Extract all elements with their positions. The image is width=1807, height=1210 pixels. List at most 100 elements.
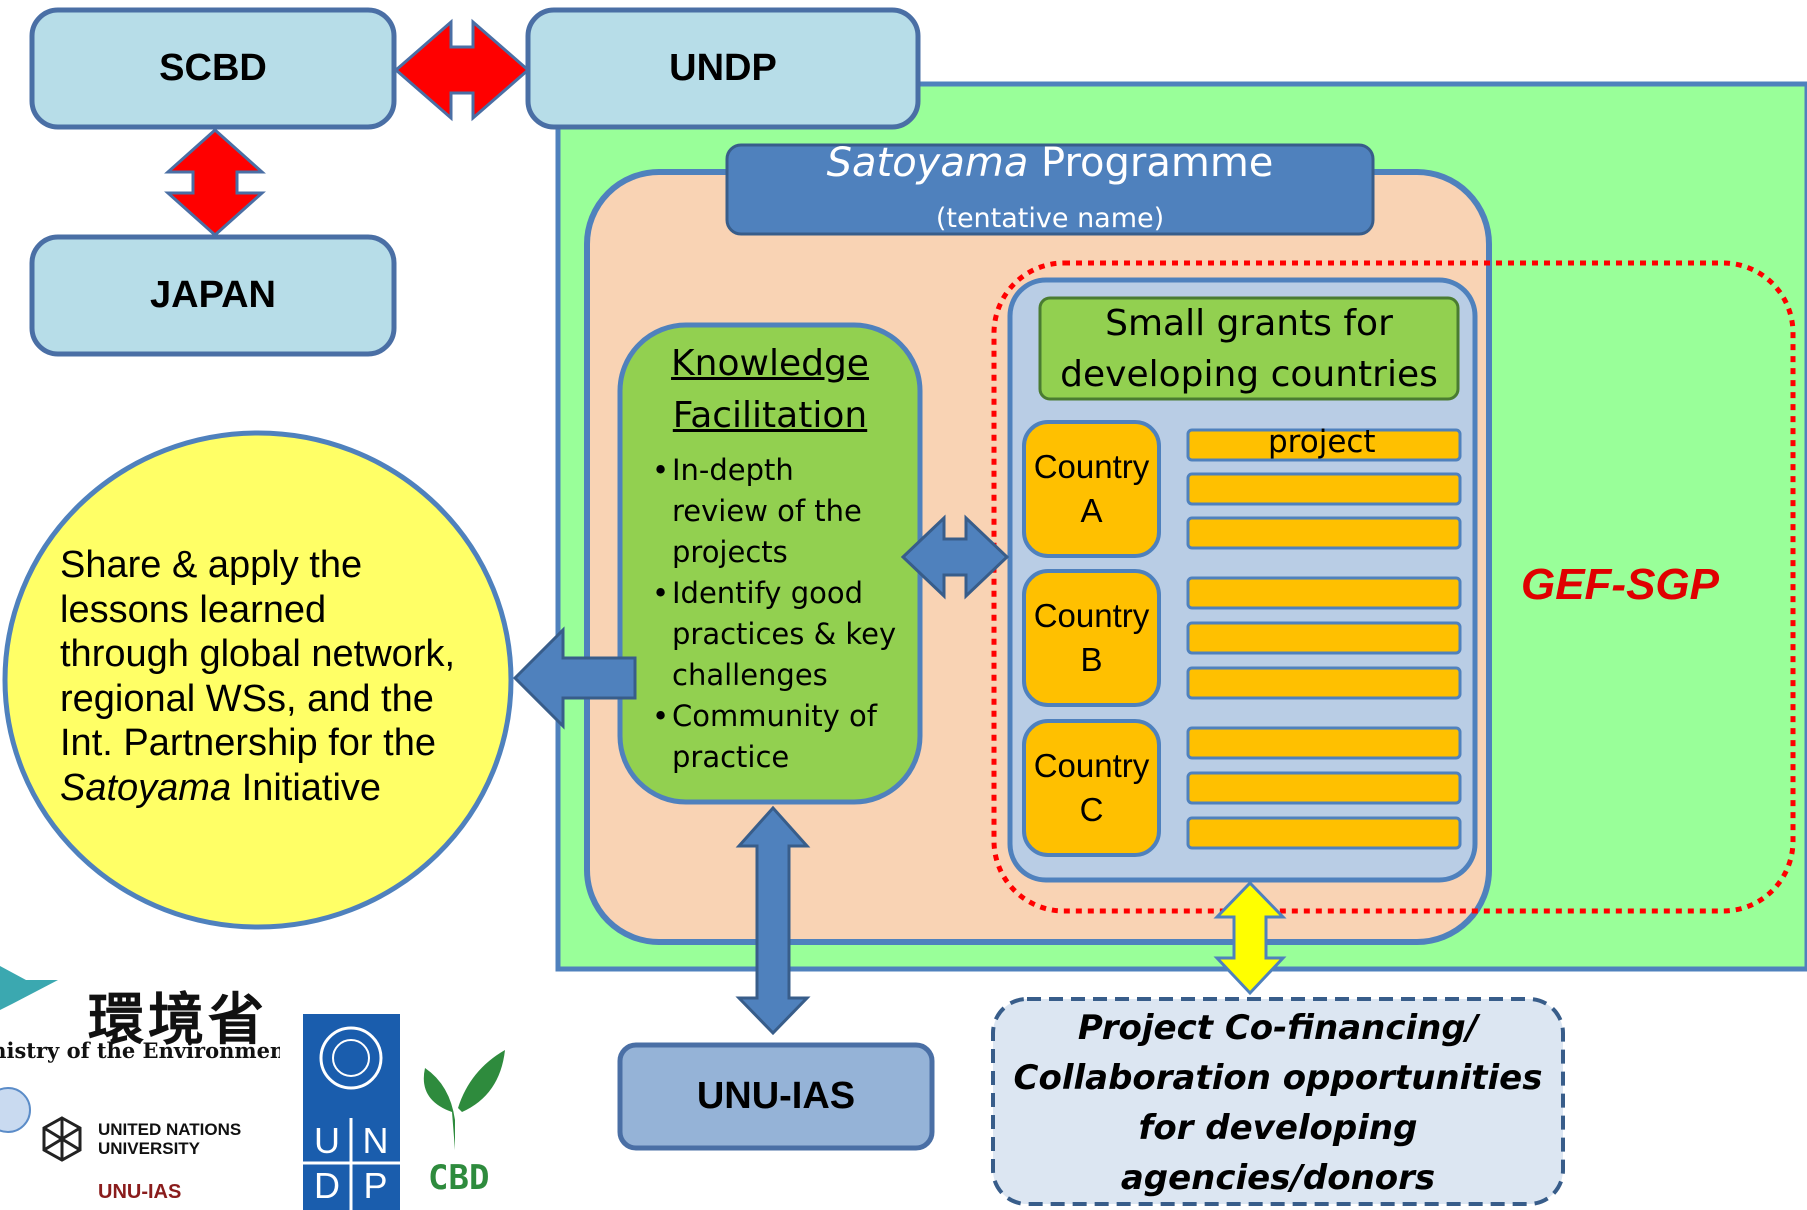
country-b-letter: B (1080, 641, 1103, 678)
unu-name: UNITED NATIONS UNIVERSITY (98, 1120, 241, 1158)
bullet-3-line-2: practice (672, 740, 790, 774)
project-label: project (1268, 424, 1376, 460)
japan-node: JAPAN (32, 237, 394, 354)
gef-sgp-label: GEF-SGP (1505, 560, 1735, 610)
small-grants-title: Small grants for developing countries (1040, 298, 1458, 399)
japan-label: JAPAN (150, 274, 276, 316)
bullet-3-line-1: Community of (672, 699, 878, 733)
country-b-box (1022, 569, 1161, 707)
gef-sgp-text: GEF-SGP (1520, 560, 1720, 609)
country-b: Country B (1024, 571, 1159, 705)
programme-subtitle: (tentative name) (727, 203, 1373, 234)
project-bars (1186, 428, 1462, 850)
undp-letter-p: P (363, 1164, 388, 1206)
cofinancing-text: Project Co-financing/ Collaboration oppo… (993, 1003, 1563, 1203)
country-a: Country A (1024, 422, 1159, 556)
project-bar-b2 (1186, 621, 1462, 655)
project-bar-c3 (1186, 816, 1462, 850)
undp-letter-d: D (314, 1164, 340, 1206)
undp-label: UNDP (669, 47, 777, 89)
knowledge-bullets: In-depth review of the projects Identify… (652, 450, 912, 778)
unuias-node: UNU-IAS (620, 1045, 932, 1148)
cofinancing-line-1: Project Co-financing/ (1077, 1008, 1479, 1048)
un-wreath-icon (319, 1026, 383, 1090)
programme-title-box (725, 143, 1375, 236)
programme-title: Satoyama Programme (727, 140, 1373, 186)
knowledge-heading-line2: Facilitation (672, 395, 868, 436)
country-c-word: Country (1033, 747, 1150, 784)
share-line-2: lessons learned (60, 588, 327, 631)
scbd-japan-arrow (164, 127, 266, 238)
knowledge-smallgrants-arrow (900, 514, 1010, 600)
unu-emblem-icon (42, 1116, 82, 1162)
scbd-node: SCBD (32, 10, 394, 127)
bullet-2-line-1: Identify good (672, 576, 863, 610)
share-line-1: Share & apply the (60, 544, 363, 586)
programme-title-rest: Programme (1028, 140, 1274, 186)
scbd-label: SCBD (159, 47, 267, 89)
cofinancing-arrow (1213, 880, 1287, 996)
unu-line-1: UNITED NATIONS (98, 1120, 242, 1139)
country-b-word: Country (1033, 597, 1150, 634)
country-a-letter: A (1080, 492, 1103, 529)
small-grants-title-line1: Small grants for (1105, 303, 1393, 344)
moe-english-text: Ministry of the Environment (0, 1038, 280, 1063)
project-bar-c1 (1186, 726, 1462, 760)
project-bar-c2 (1186, 771, 1462, 805)
bullet-1-line-1: In-depth (672, 453, 794, 487)
project-bar-a2 (1186, 472, 1462, 506)
project-bar-b3 (1186, 666, 1462, 700)
moe-logo (0, 966, 58, 1010)
moe-emblem-icon (0, 966, 58, 1010)
undp-letter-n: N (362, 1119, 389, 1161)
programme-title-italic: Satoyama (826, 140, 1029, 186)
knowledge-heading: Knowledge Facilitation (620, 338, 920, 442)
project-bar-a3 (1186, 516, 1462, 550)
unu-line-2: UNIVERSITY (98, 1139, 201, 1158)
small-grants-title-line2: developing countries (1060, 354, 1438, 395)
share-text: Share & apply the lessons learned throug… (60, 543, 520, 810)
knowledge-bullet-3: Community of practice (652, 696, 912, 778)
share-line-4: regional WSs, and the (60, 677, 434, 720)
country-a-box (1022, 420, 1161, 558)
project-bar-b1 (1186, 576, 1462, 610)
knowledge-bullet-1: In-depth review of the projects (652, 450, 912, 573)
japan-box (29, 234, 397, 357)
share-line-6: Satoyama Initiative (60, 766, 520, 811)
scbd-box (29, 7, 397, 130)
country-c-box (1022, 719, 1161, 857)
gef-sgp-region (991, 260, 1796, 914)
bullet-2-line-2: practices & key (672, 617, 897, 651)
share-line-3: through global network, (60, 633, 456, 675)
project-label-text: project (1268, 424, 1376, 460)
bullet-2-line-3: challenges (672, 658, 828, 692)
country-c-letter: C (1079, 791, 1104, 828)
bullet-1-line-2: review of the (672, 494, 862, 528)
small-grants-title-box (1038, 296, 1460, 401)
un-globe-icon (332, 1039, 370, 1077)
undp-node: UNDP (528, 10, 918, 127)
country-c: Country C (1024, 721, 1159, 855)
cbd-sprout-icon (423, 1050, 505, 1150)
unu-ias-logo-text: UNU-IAS (98, 1181, 182, 1203)
programme-title-text: Satoyama Programme (727, 140, 1373, 186)
undp-letter-u: U (314, 1119, 340, 1161)
share-circle (2, 430, 514, 930)
bullet-1-line-3: projects (672, 535, 788, 569)
unuias-box (617, 1042, 935, 1151)
cbd-logo (423, 1050, 505, 1150)
share-arrow (512, 626, 637, 730)
cofinancing-line-3: for developing (1138, 1108, 1418, 1148)
moe-english: Ministry of the Environment (0, 1038, 280, 1063)
unu-logo (0, 1087, 82, 1162)
knowledge-unuias-arrow (735, 805, 811, 1036)
cofinancing-line-4: agencies/donors (1120, 1158, 1436, 1198)
knowledge-bullet-2: Identify good practices & key challenges (652, 573, 912, 696)
undp-logo (303, 1014, 400, 1210)
moe-kanji: 環境省 (88, 987, 268, 1053)
un-emblem-icon (0, 1087, 31, 1133)
cbd-text: CBD (428, 1158, 490, 1198)
share-line-6-italic: Satoyama (60, 766, 232, 809)
cofinancing-line-2: Collaboration opportunities (1013, 1058, 1543, 1098)
country-a-word: Country (1033, 448, 1150, 485)
